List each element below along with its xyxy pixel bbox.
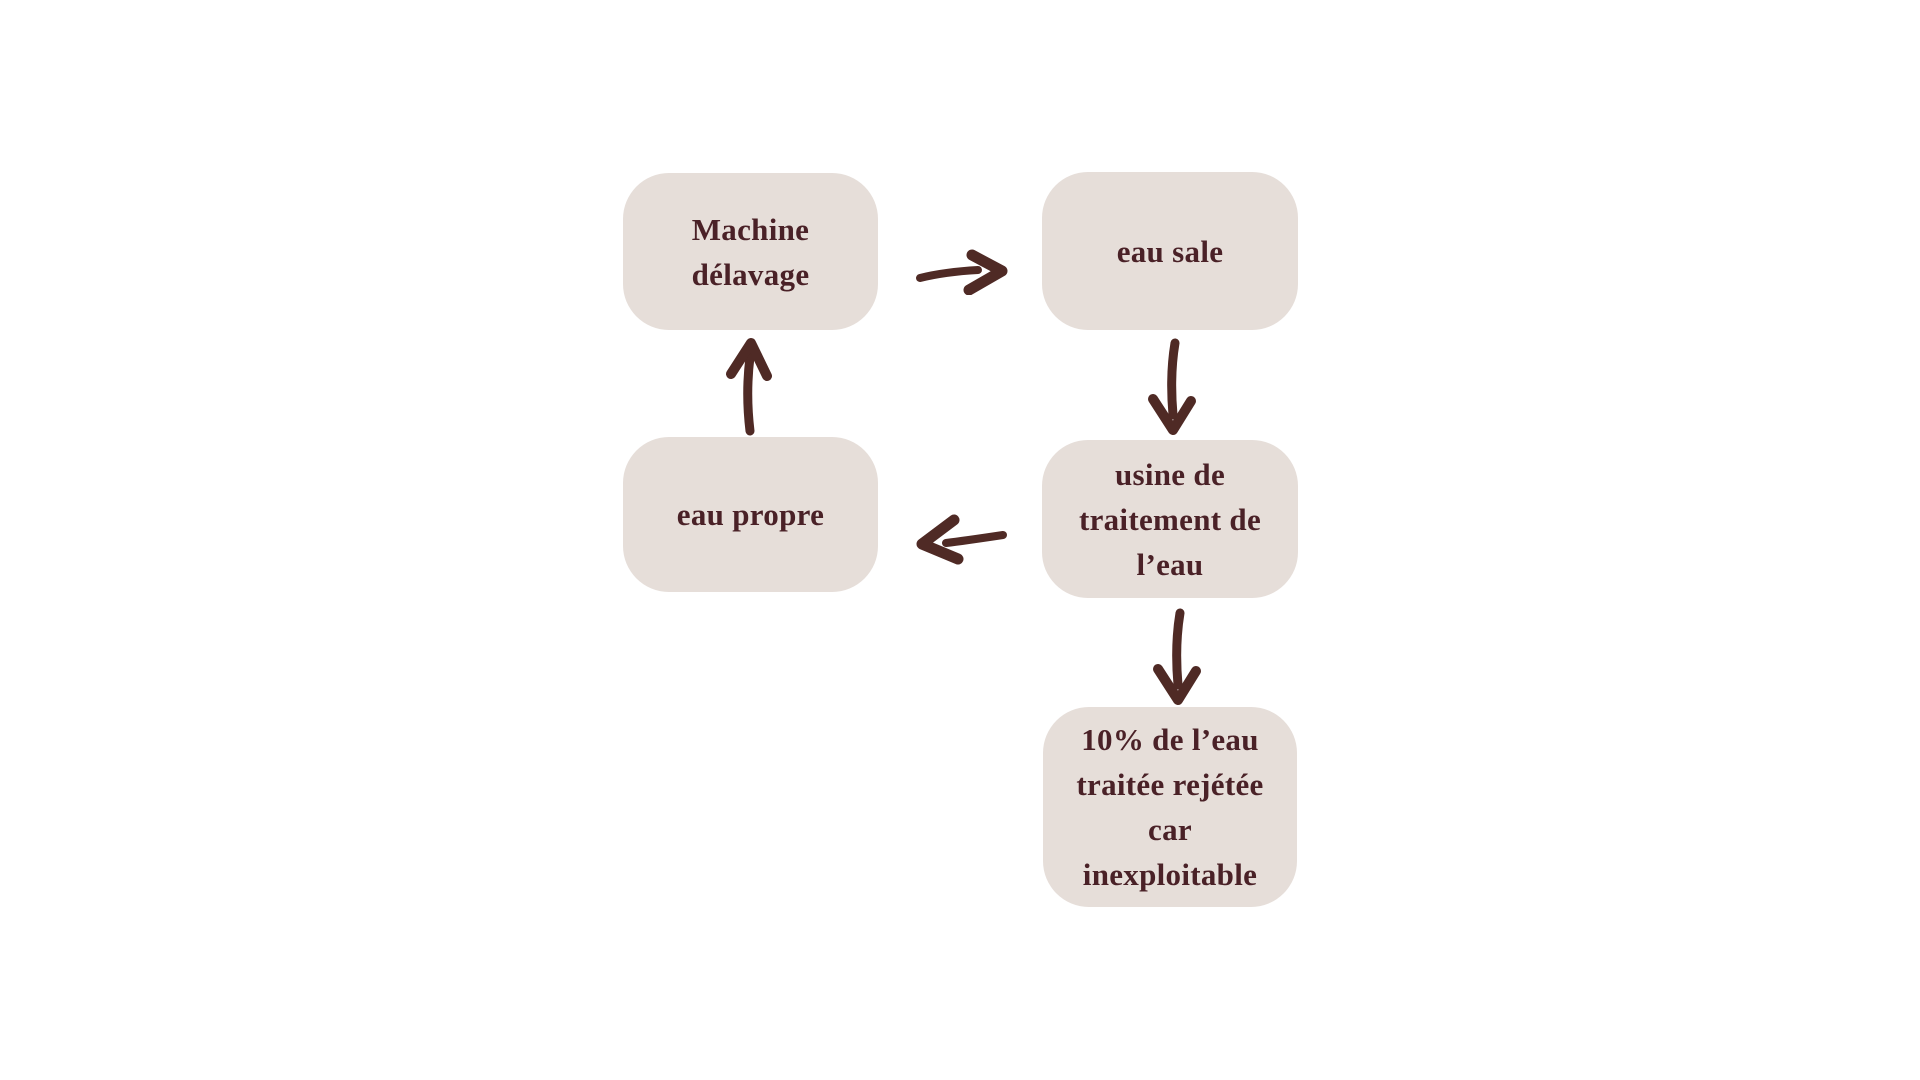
node-machine-delavage: Machine délavage [623,173,878,330]
node-eau-rejetee: 10% de l’eau traitée rejétée car inexplo… [1043,707,1297,907]
node-label-line: usine de [1114,456,1226,492]
arrow-down-icon [1145,337,1200,437]
node-label-line: eau sale [1116,233,1224,269]
arrow-down-icon [1150,607,1205,707]
arrow-left-icon [913,510,1008,565]
node-label-line: eau propre [676,497,825,532]
arrow-up-icon [723,336,773,436]
node-eau-sale: eau sale [1042,172,1298,330]
node-label-line: traitée rejétée [1076,767,1264,802]
node-label-line: car [1148,812,1192,847]
node-label-line: l’eau [1136,546,1204,582]
node-eau-propre: eau propre [623,437,878,592]
node-label-line: 10% de l’eau [1081,722,1259,757]
node-label-line: Machine [691,211,810,247]
arrow-right-icon [915,245,1010,295]
node-label-line: traitement de [1078,501,1262,537]
node-label-line: inexploitable [1082,857,1258,892]
node-label-line: délavage [691,256,810,292]
node-usine-traitement: usine de traitement de l’eau [1042,440,1298,598]
